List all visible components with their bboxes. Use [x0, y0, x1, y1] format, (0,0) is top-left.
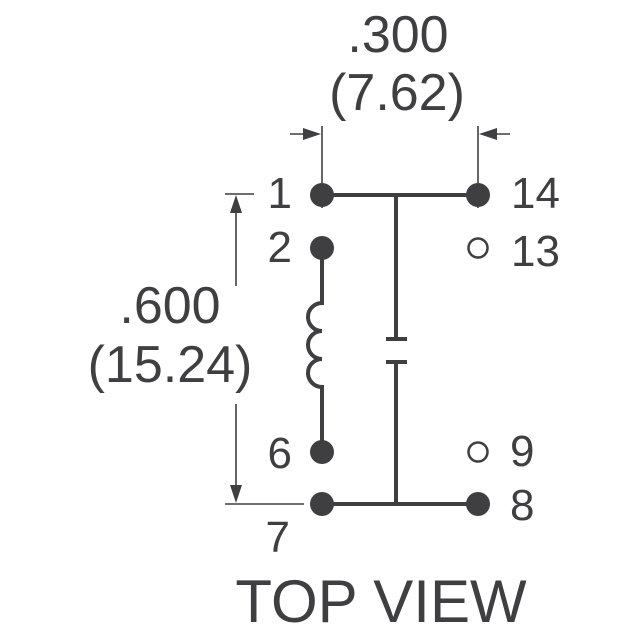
pin-8-dot: [466, 492, 490, 516]
dim-vertical-mm: (15.24): [88, 336, 253, 394]
pin-9-open: [467, 441, 489, 463]
pin-label-1: 1: [268, 169, 292, 218]
pin-14-dot: [466, 183, 490, 207]
arrowhead-right: [303, 128, 321, 140]
pin-6-dot: [310, 440, 334, 464]
pin-label-6: 6: [268, 429, 292, 478]
pin-7-dot: [310, 492, 334, 516]
dim-horizontal-mm: (7.62): [329, 64, 465, 122]
inductor: [306, 248, 324, 452]
arrowhead-left: [479, 128, 497, 140]
arrowhead-up: [230, 195, 242, 213]
arrowhead-down: [230, 485, 242, 503]
pin-label-2: 2: [268, 223, 292, 272]
pin-13-open: [467, 237, 489, 259]
pin-label-8: 8: [510, 481, 534, 530]
view-label: TOP VIEW: [235, 568, 527, 635]
pin-label-14: 14: [511, 169, 560, 218]
pin-label-13: 13: [511, 227, 560, 276]
pin-label-9: 9: [510, 427, 534, 476]
pin-2-dot: [310, 236, 334, 260]
dim-vertical-inches: .600: [119, 277, 220, 335]
pin-1-dot: [310, 183, 334, 207]
pin-label-7: 7: [266, 513, 290, 562]
dim-horizontal-inches: .300: [347, 6, 448, 64]
